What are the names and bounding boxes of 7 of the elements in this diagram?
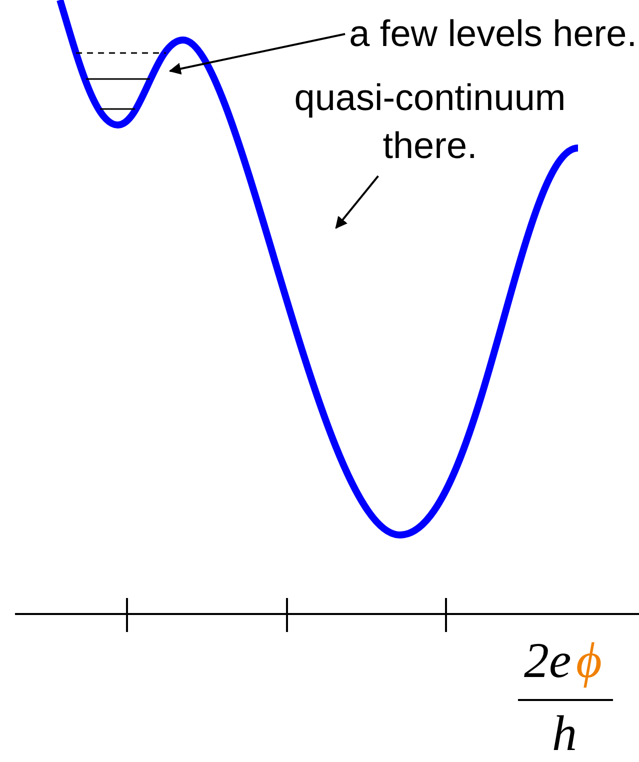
axis-label-math: 2e [524, 632, 572, 688]
annotation-text: a few levels here. [349, 12, 637, 56]
annotation-text: quasi-continuum there. [293, 76, 567, 168]
leader-arrow [335, 175, 379, 229]
axis-label-math: ϕ [576, 632, 602, 688]
leader-arrow [168, 33, 346, 75]
axis-label-math: h [552, 705, 577, 761]
